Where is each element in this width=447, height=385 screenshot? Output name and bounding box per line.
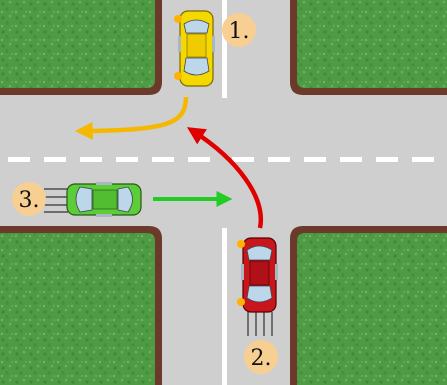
grass-block-bottom-left xyxy=(0,226,162,385)
center-line-south xyxy=(222,228,227,385)
center-line-north xyxy=(222,0,227,98)
red-car-turn-signal-rear xyxy=(237,298,245,306)
grass-block-top-right xyxy=(290,0,447,95)
green-car xyxy=(44,182,142,217)
grass-block-bottom-right xyxy=(290,226,447,385)
yellow-car xyxy=(174,10,215,87)
yellow-car-path-arrow xyxy=(74,96,189,140)
badge-car-2: 2. xyxy=(244,340,278,374)
red-car xyxy=(237,237,278,336)
badge-car-2-label: 2. xyxy=(251,346,272,371)
red-car-path-arrow xyxy=(186,127,264,229)
badge-car-1-label: 1. xyxy=(229,19,250,44)
badge-car-3: 3. xyxy=(12,182,46,216)
grass-block-top-left xyxy=(0,0,162,95)
yellow-car-turn-signal-rear xyxy=(174,72,182,80)
badge-car-1: 1. xyxy=(222,13,256,47)
center-line-east-west xyxy=(8,157,434,162)
badge-car-3-label: 3. xyxy=(19,188,40,213)
red-car-turn-signal-front xyxy=(237,240,245,248)
yellow-car-turn-signal-front xyxy=(174,15,182,23)
